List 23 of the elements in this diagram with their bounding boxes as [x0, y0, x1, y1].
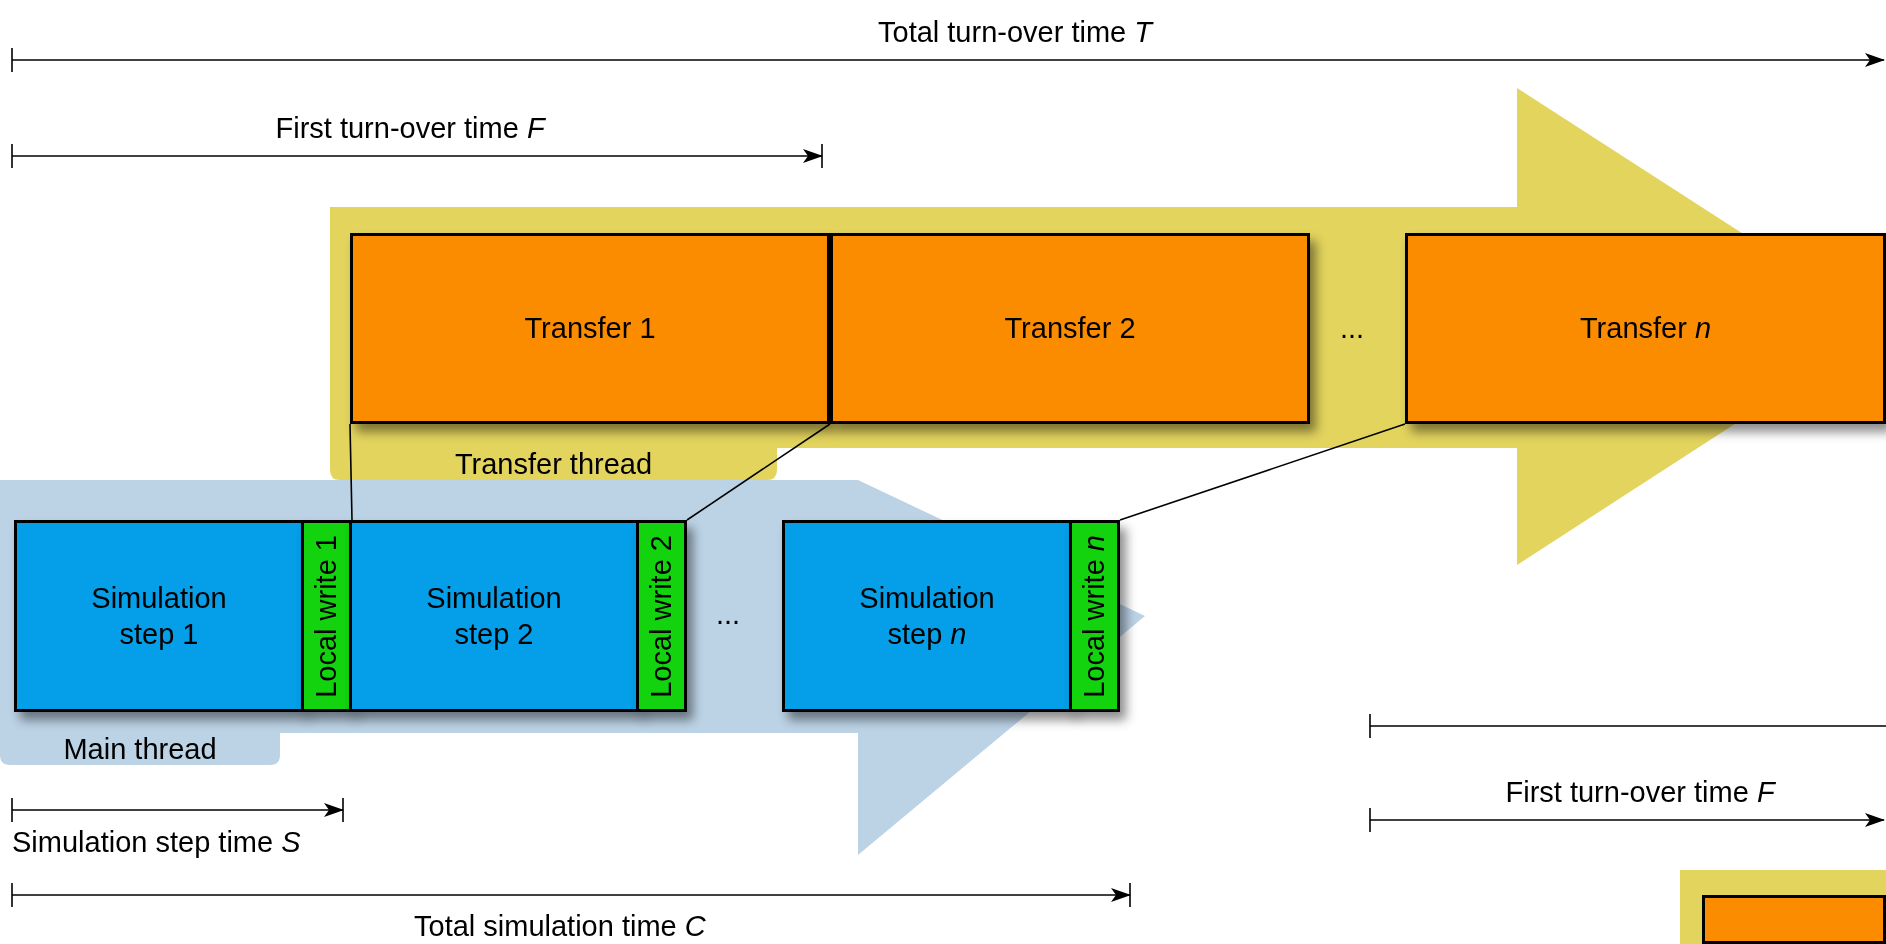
local-write-box: Local write 1 — [301, 520, 352, 712]
dimension-label: First turn-over time F — [1505, 776, 1775, 809]
dimension-label: Total simulation time C — [414, 910, 706, 943]
dimension-label: Total turn-over time T — [878, 16, 1152, 49]
ellipsis: ... — [1340, 312, 1365, 345]
simulation-step-box: Simulation step 1 — [14, 520, 304, 712]
local-write-box: Local write n — [1069, 520, 1120, 712]
transfer-box — [1702, 895, 1886, 944]
dimension-label: First turn-over time F — [275, 112, 545, 145]
local-write-box: Local write 2 — [636, 520, 687, 712]
connector-line — [1119, 423, 1406, 521]
transfer-box: Transfer 1 — [350, 233, 830, 424]
simulation-step-box: Simulation step 2 — [349, 520, 639, 712]
simulation-step-box: Simulation step n — [782, 520, 1072, 712]
thread-band — [1680, 870, 1886, 944]
thread-label: Transfer thread — [453, 448, 654, 480]
transfer-box: Transfer 2 — [830, 233, 1310, 424]
ellipsis: ... — [716, 598, 741, 631]
dimension-label: Simulation step time S — [12, 826, 301, 859]
connector-line — [686, 423, 831, 521]
thread-label: Main thread — [62, 733, 218, 765]
connector-line — [349, 423, 353, 521]
transfer-box: Transfer n — [1405, 233, 1886, 424]
